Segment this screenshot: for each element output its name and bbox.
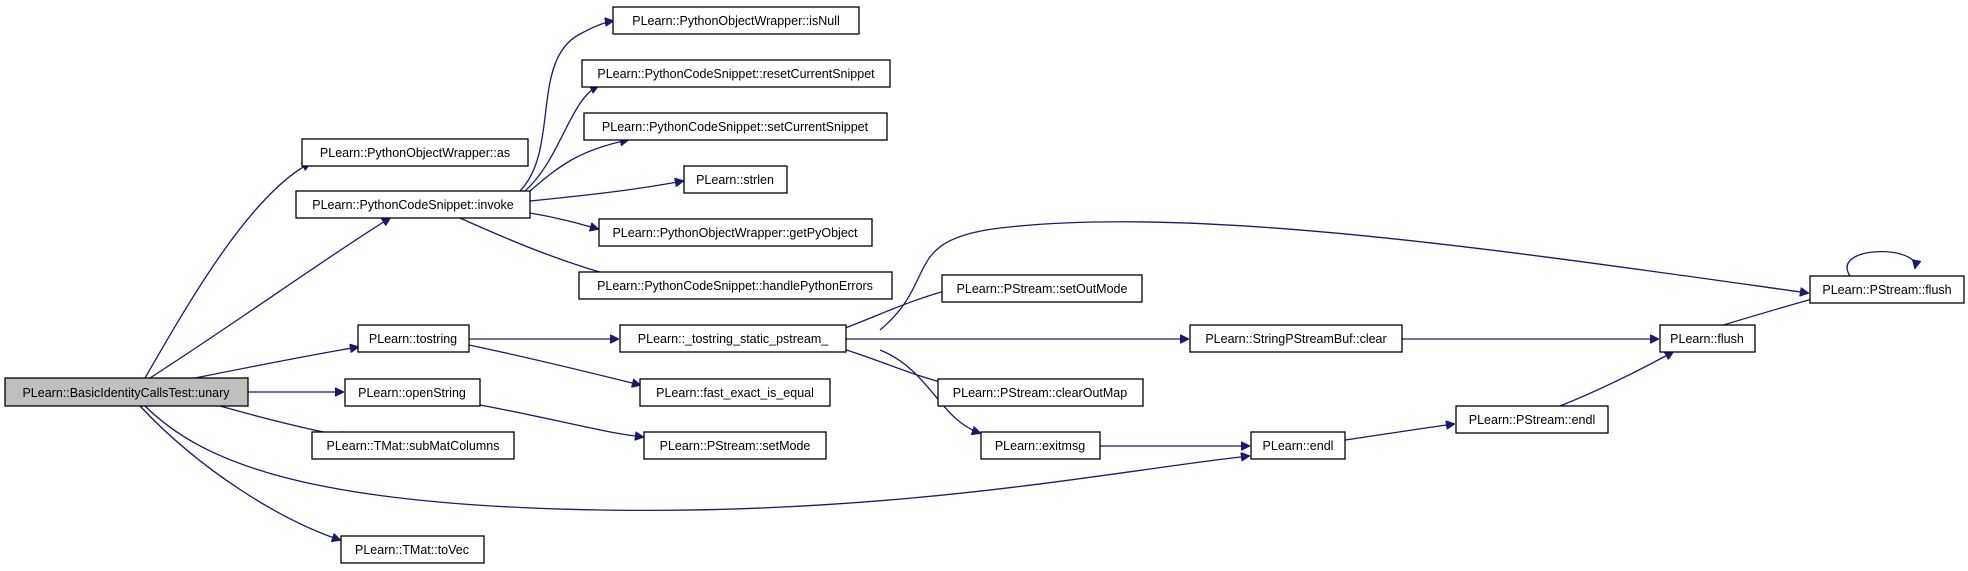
edge-static-clearOutMap [839,347,952,385]
edge-static-setOutMode [839,289,952,331]
node-strlen-label: PLearn::strlen [696,173,774,187]
node-tostring-static[interactable]: PLearn::_tostring_static_pstream_ [619,324,847,353]
edge-root-tostring [194,347,358,379]
edge-static-exitmsg [879,349,980,433]
node-getPyObject-label: PLearn::PythonObjectWrapper::getPyObject [612,226,858,240]
node-tostring[interactable]: PLearn::tostring [357,324,470,353]
node-exitmsg-label: PLearn::exitmsg [995,439,1085,453]
node-setOutMode-label: PLearn::PStream::setOutMode [957,282,1128,296]
node-fast-exact[interactable]: PLearn::fast_exact_is_equal [639,378,831,407]
node-resetCurrentSnippet-label: PLearn::PythonCodeSnippet::resetCurrentS… [597,67,875,81]
edge-endl-pendl [1344,424,1454,441]
node-clearOutMap-label: PLearn::PStream::clearOutMap [953,386,1127,400]
node-getPyObject[interactable]: PLearn::PythonObjectWrapper::getPyObject [598,218,873,247]
node-pendl-label: PLearn::PStream::endl [1469,413,1595,427]
edge-invoke-getPy [529,212,598,229]
node-handlePythonErrors[interactable]: PLearn::PythonCodeSnippet::handlePythonE… [578,271,893,300]
node-subMatColumns[interactable]: PLearn::TMat::subMatColumns [311,431,515,460]
node-setCurrentSnippet-label: PLearn::PythonCodeSnippet::setCurrentSni… [602,120,869,134]
node-as-label: PLearn::PythonObjectWrapper::as [320,146,510,160]
edge-openString-setMode [479,404,643,437]
node-root-label: PLearn::BasicIdentityCallsTest::unary [22,386,230,400]
node-as[interactable]: PLearn::PythonObjectWrapper::as [301,138,529,167]
edge-pendl-flush [1559,352,1673,407]
node-handlePythonErrors-label: PLearn::PythonCodeSnippet::handlePythonE… [597,279,873,293]
node-pflush-label: PLearn::PStream::flush [1822,283,1951,297]
node-sbclear-label: PLearn::StringPStreamBuf::clear [1205,332,1386,346]
node-invoke[interactable]: PLearn::PythonCodeSnippet::invoke [295,190,531,219]
node-root[interactable]: PLearn::BasicIdentityCallsTest::unary [4,377,249,407]
node-openString[interactable]: PLearn::openString [344,378,481,407]
node-isNull-label: PLearn::PythonObjectWrapper::isNull [632,14,840,28]
node-setMode[interactable]: PLearn::PStream::setMode [643,431,827,460]
node-pendl[interactable]: PLearn::PStream::endl [1455,405,1609,434]
node-endl-label: PLearn::endl [1263,439,1334,453]
edges [139,21,1915,540]
edge-root-toVec [139,405,340,540]
node-fast-exact-label: PLearn::fast_exact_is_equal [656,386,814,400]
node-setMode-label: PLearn::PStream::setMode [660,439,811,453]
node-exitmsg[interactable]: PLearn::exitmsg [980,431,1101,460]
node-toVec-label: PLearn::TMat::toVec [355,543,469,557]
node-tostring-static-label: PLearn::_tostring_static_pstream_ [638,332,829,346]
node-setOutMode[interactable]: PLearn::PStream::setOutMode [941,274,1143,303]
node-pflush[interactable]: PLearn::PStream::flush [1809,275,1965,304]
node-tostring-label: PLearn::tostring [369,332,457,346]
node-endl[interactable]: PLearn::endl [1250,431,1346,460]
edge-root-as [144,163,310,379]
edge-root-invoke [149,218,390,379]
edge-invoke-reset [524,86,598,192]
node-resetCurrentSnippet[interactable]: PLearn::PythonCodeSnippet::resetCurrentS… [581,59,891,88]
edge-invoke-set [529,140,628,192]
edge-static-pflush [879,221,1808,331]
node-strlen[interactable]: PLearn::strlen [683,165,788,194]
edge-invoke-isNull [519,21,613,192]
node-flush-label: PLearn::flush [1670,332,1744,346]
node-clearOutMap[interactable]: PLearn::PStream::clearOutMap [937,378,1144,407]
edge-flush-pflush [1719,296,1823,327]
edge-tostring-fast [468,344,640,385]
node-isNull[interactable]: PLearn::PythonObjectWrapper::isNull [612,6,860,35]
node-toVec[interactable]: PLearn::TMat::toVec [340,535,485,564]
edge-invoke-strlen [529,181,683,202]
node-invoke-label: PLearn::PythonCodeSnippet::invoke [312,198,514,212]
edge-pflush-self [1846,250,1915,277]
node-flush[interactable]: PLearn::flush [1659,324,1756,353]
node-openString-label: PLearn::openString [358,386,466,400]
node-subMatColumns-label: PLearn::TMat::subMatColumns [327,439,500,453]
edge-root-endl [144,405,1249,512]
node-sbclear[interactable]: PLearn::StringPStreamBuf::clear [1189,324,1403,353]
node-setCurrentSnippet[interactable]: PLearn::PythonCodeSnippet::setCurrentSni… [583,112,888,141]
